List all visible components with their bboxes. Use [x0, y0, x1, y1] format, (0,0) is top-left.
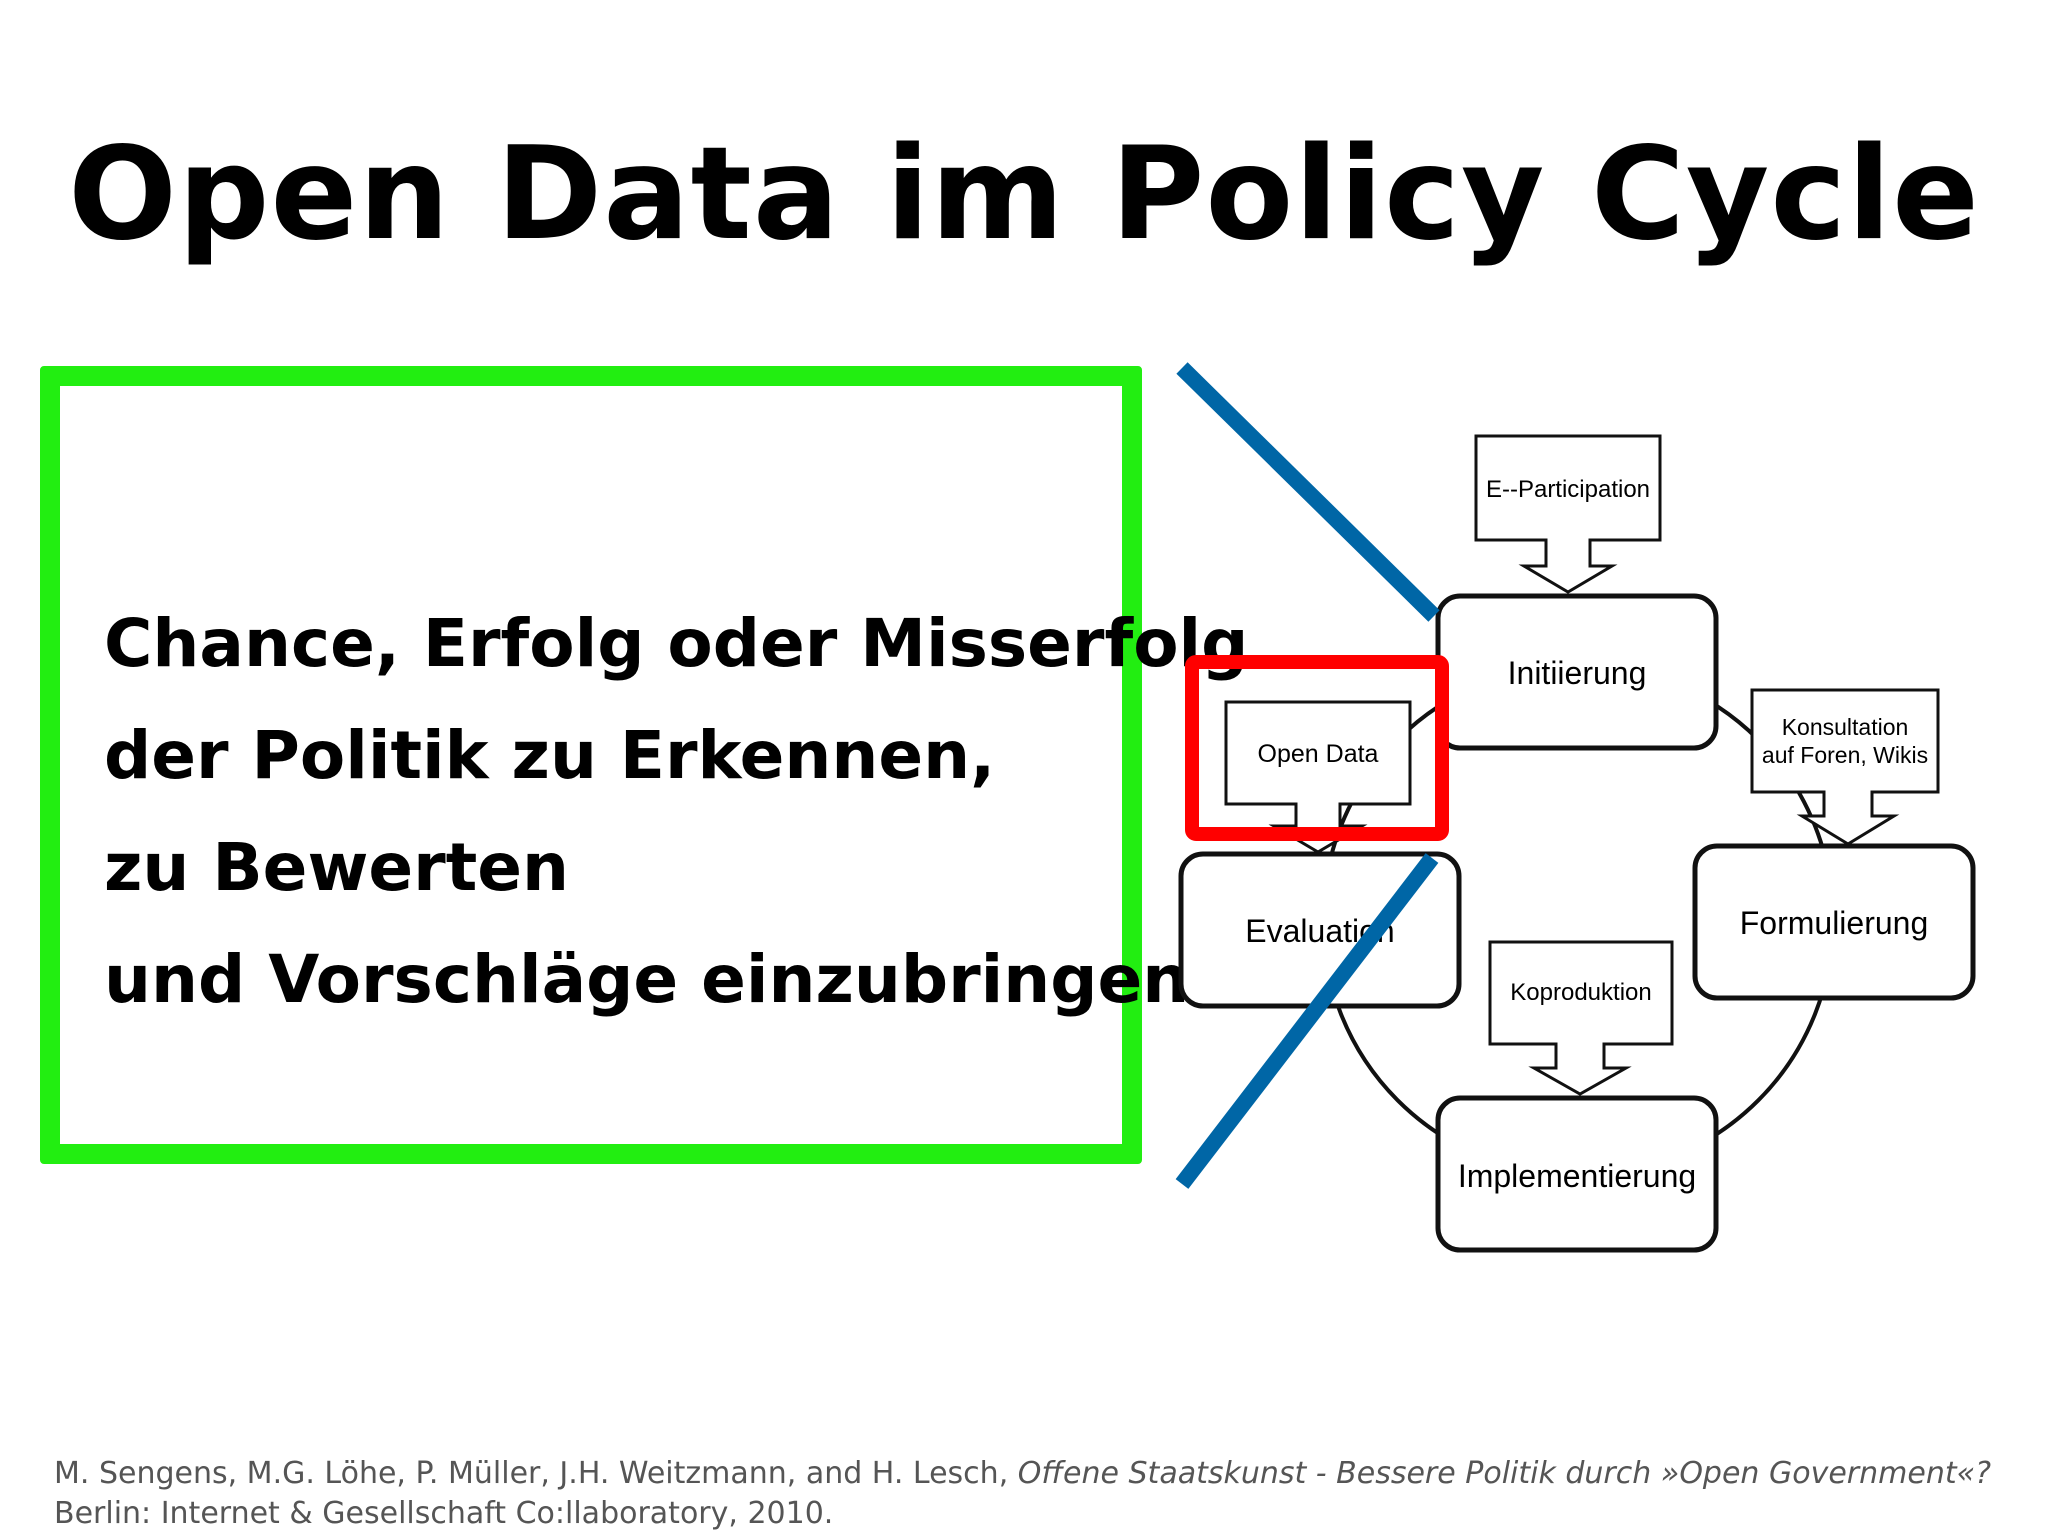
callout-konsultation-line2: auf Foren, Wikis — [1762, 742, 1928, 768]
statement-line-1: Chance, Erfolg oder Misserfolg — [104, 605, 1249, 682]
citation-work: Offene Staatskunst - Bessere Politik dur… — [1017, 1456, 1992, 1491]
callout-konsultation: Konsultation auf Foren, Wikis — [1750, 688, 1940, 846]
stage-implementierung-label: Implementierung — [1458, 1158, 1696, 1194]
citation-line-1: M. Sengens, M.G. Löhe, P. Müller, J.H. W… — [54, 1454, 1991, 1494]
callout-open-data-label: Open Data — [1258, 740, 1379, 768]
stage-initiierung: Initiierung — [1435, 593, 1719, 751]
callout-konsultation-line1: Konsultation — [1782, 714, 1909, 740]
callout-e-participation: E--Participation — [1474, 434, 1662, 594]
statement-line-4: und Vorschläge einzubringen — [104, 941, 1190, 1018]
stage-formulierung: Formulierung — [1692, 843, 1976, 1001]
callout-e-participation-label: E--Participation — [1486, 476, 1650, 503]
citation-authors: M. Sengens, M.G. Löhe, P. Müller, J.H. W… — [54, 1456, 1009, 1491]
statement-frame: Chance, Erfolg oder Misserfolg der Polit… — [40, 366, 1248, 1164]
citation: M. Sengens, M.G. Löhe, P. Müller, J.H. W… — [54, 1454, 1991, 1534]
citation-publisher: Berlin: Internet & Gesellschaft Co:llabo… — [54, 1496, 834, 1531]
strike-line-upper — [1176, 362, 1440, 622]
slide-title: Open Data im Policy Cycle — [68, 120, 1980, 269]
stage-formulierung-label: Formulierung — [1740, 905, 1929, 941]
stage-implementierung: Implementierung — [1435, 1095, 1719, 1253]
callout-koproduktion-label: Koproduktion — [1510, 979, 1651, 1006]
statement-line-3: zu Bewerten — [104, 829, 570, 906]
stage-initiierung-label: Initiierung — [1508, 655, 1647, 691]
strike-line-lower — [1175, 853, 1439, 1189]
statement-line-2: der Politik zu Erkennen, — [104, 717, 996, 794]
callout-koproduktion: Koproduktion — [1488, 940, 1674, 1096]
open-data-highlight — [1185, 655, 1449, 841]
